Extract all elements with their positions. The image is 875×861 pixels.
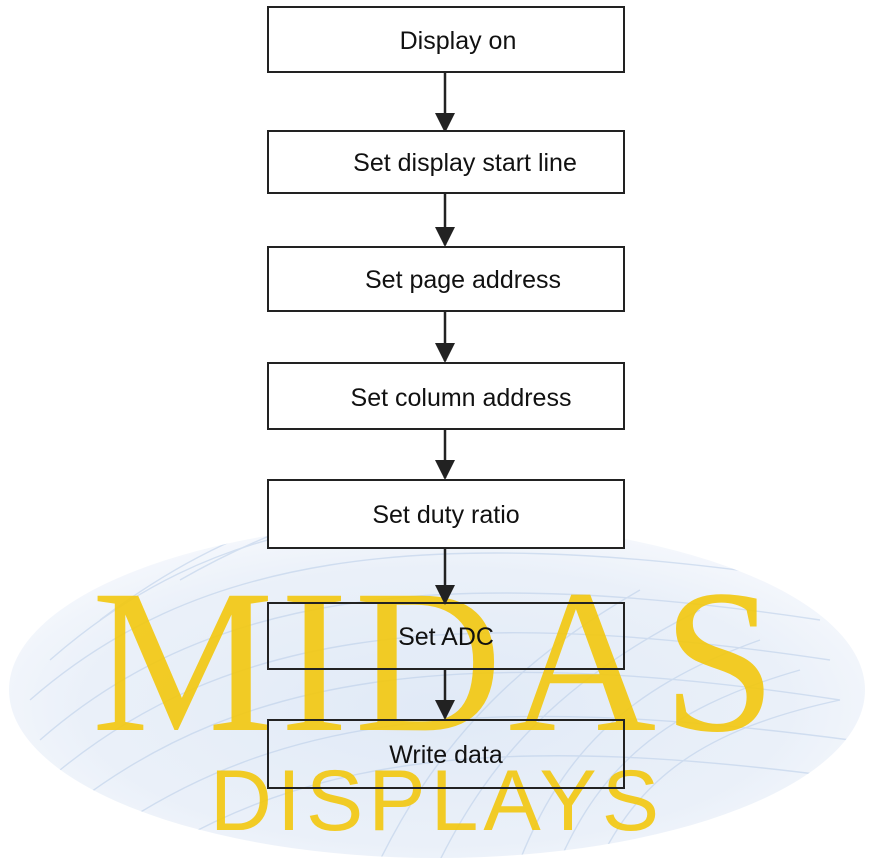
step-box — [267, 6, 625, 73]
step-display-on: Display on — [267, 6, 625, 73]
step-label: Display on — [400, 27, 517, 55]
step-box — [267, 602, 625, 670]
step-label: Set ADC — [398, 623, 494, 651]
step-label: Set page address — [365, 266, 561, 294]
step-box — [267, 246, 625, 312]
step-set-page-address: Set page address — [267, 246, 625, 312]
step-write-data: Write data — [267, 719, 625, 789]
step-box — [267, 719, 625, 789]
flowchart: Display on Set display start line Set pa… — [267, 6, 625, 789]
step-box — [267, 130, 625, 194]
step-box — [267, 479, 625, 549]
watermark-subtitle: DISPLAYS — [210, 753, 664, 849]
watermark-ellipse — [9, 522, 865, 858]
step-label: Set display start line — [353, 149, 577, 177]
watermark-swirl — [29, 522, 861, 858]
step-set-duty-ratio: Set duty ratio — [267, 479, 625, 549]
step-set-adc: Set ADC — [267, 602, 625, 670]
step-label: Write data — [389, 741, 503, 769]
watermark-brand: MIDAS — [92, 548, 783, 775]
step-box — [267, 362, 625, 430]
step-set-display-start-line: Set display start line — [267, 130, 625, 194]
step-label: Set duty ratio — [372, 501, 519, 529]
watermark-logo: MIDAS DISPLAYS — [9, 522, 865, 858]
step-set-column-address: Set column address — [267, 362, 625, 430]
step-label: Set column address — [351, 384, 572, 412]
